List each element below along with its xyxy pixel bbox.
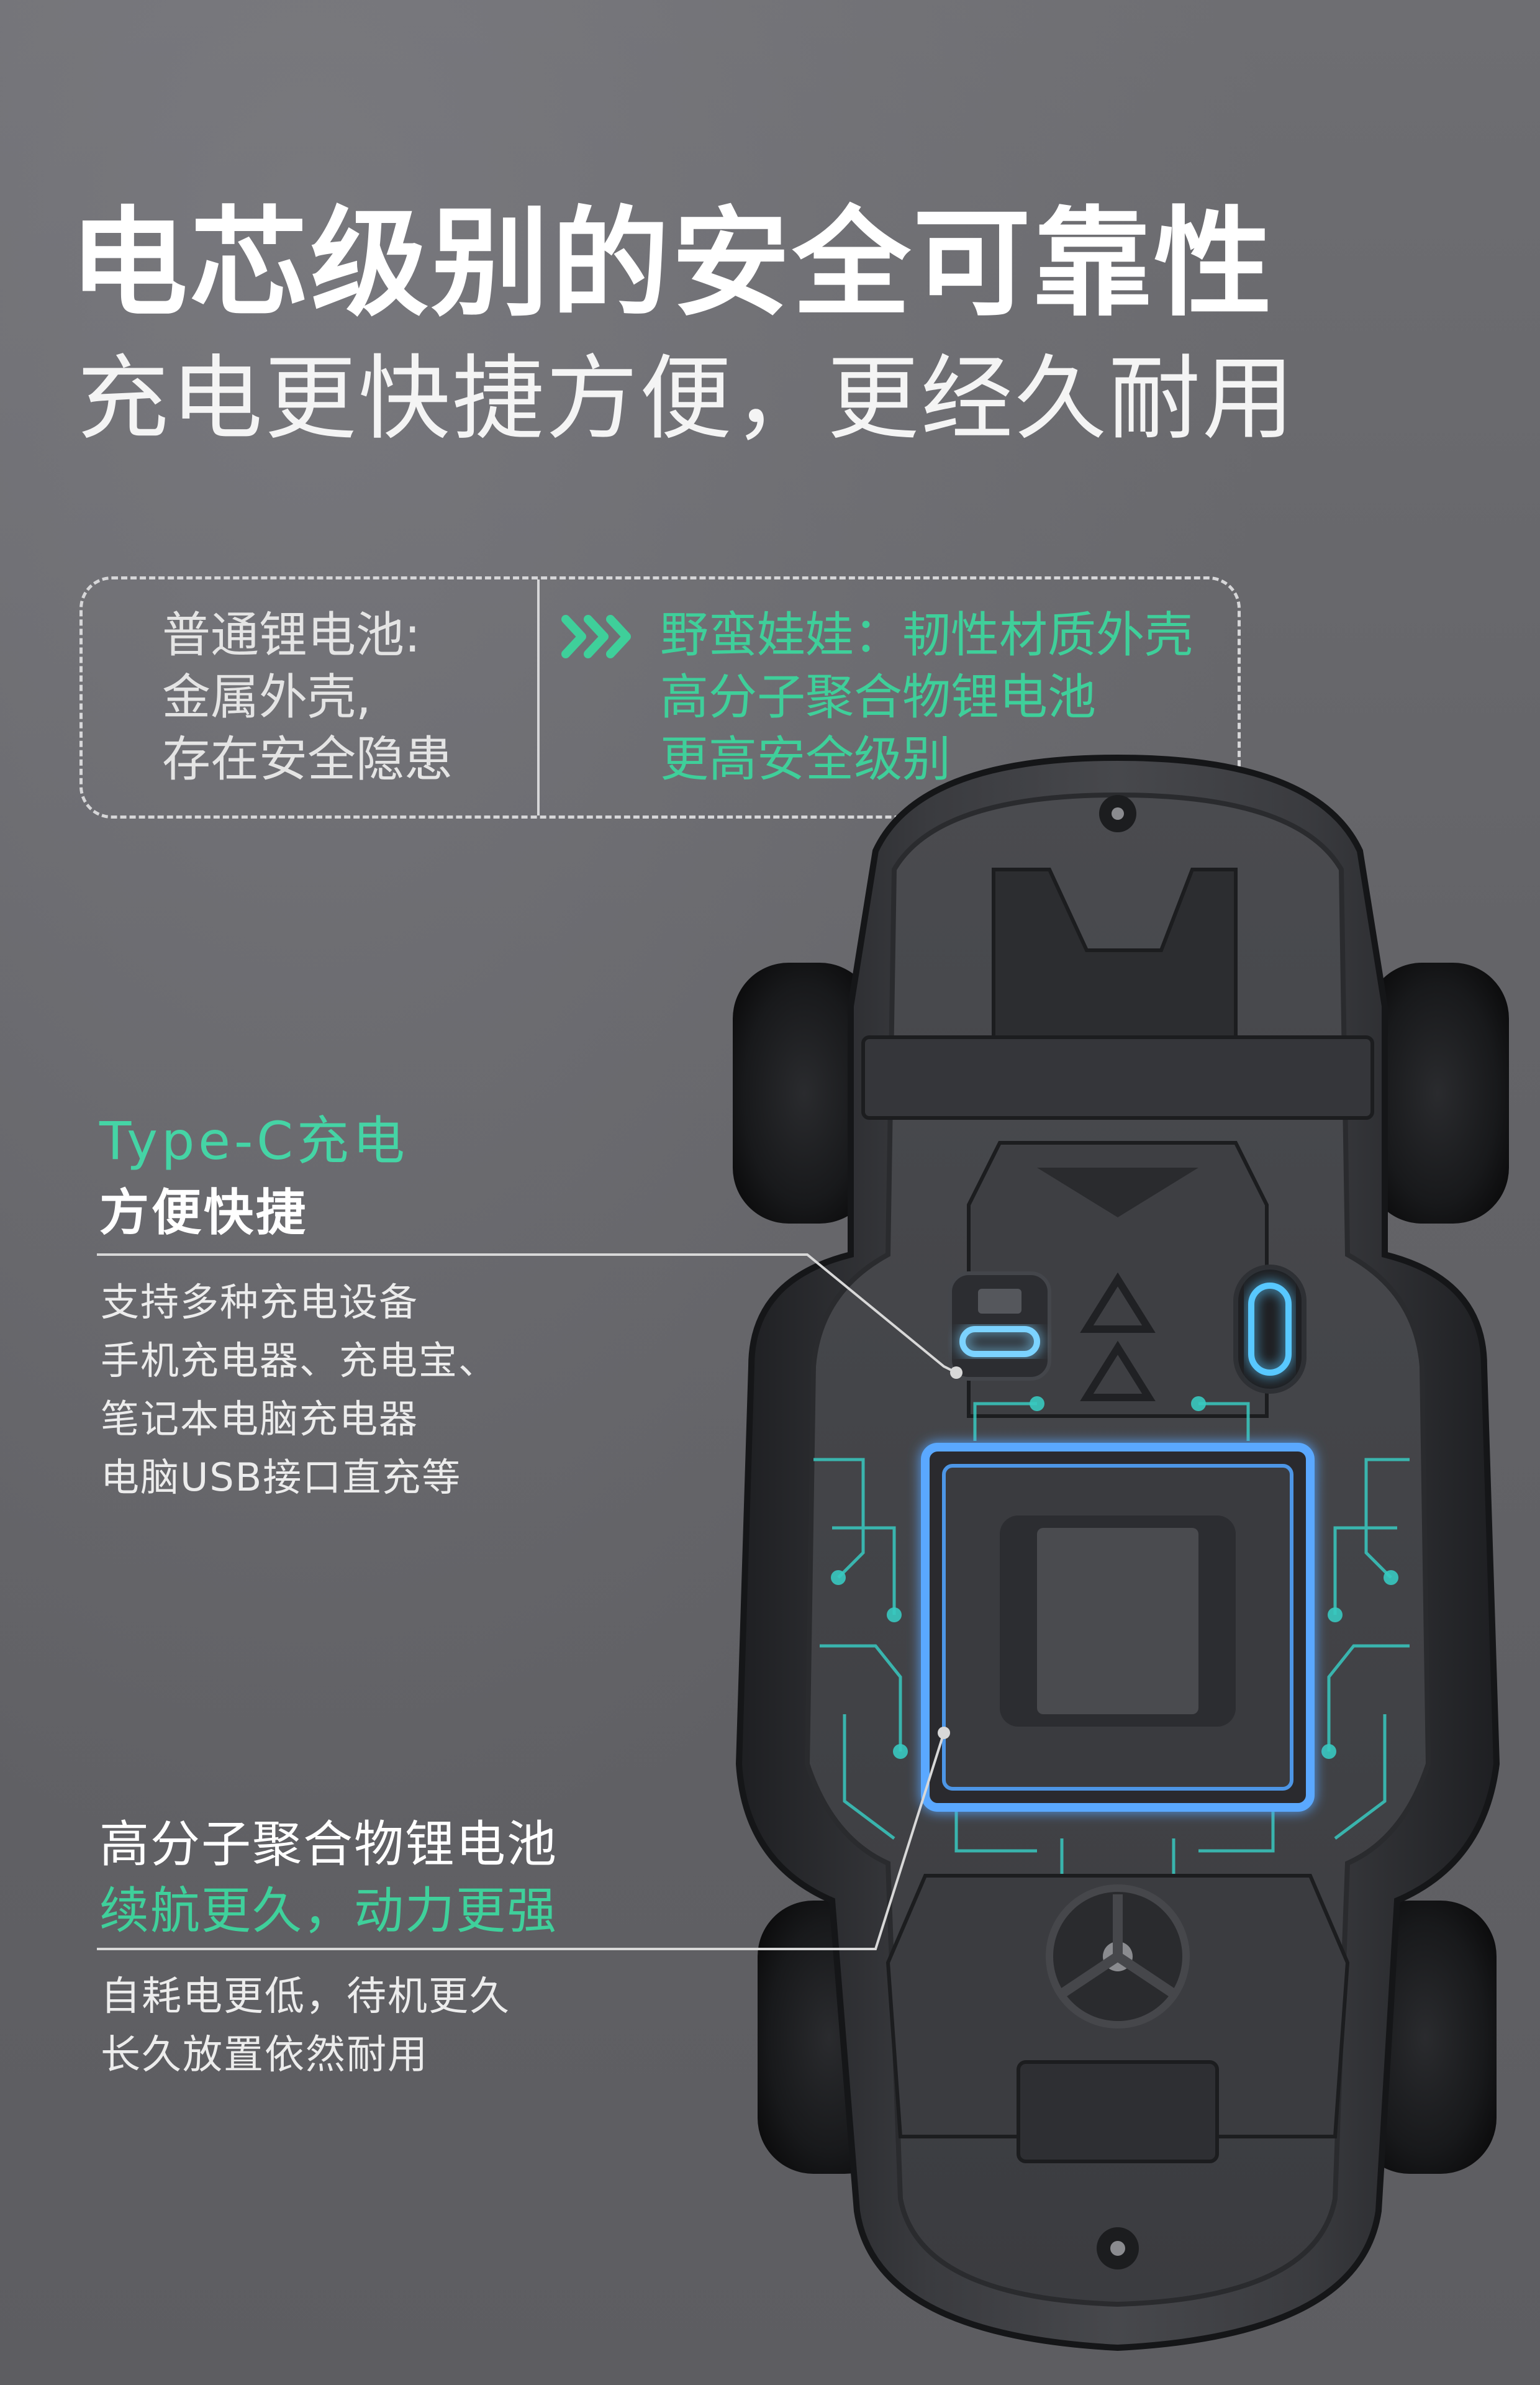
our-line: 更高安全级别 xyxy=(660,732,951,788)
typec-title: Type-C充电 xyxy=(99,1111,409,1171)
tire-rear-left xyxy=(733,963,876,1224)
comparison-divider xyxy=(537,579,540,815)
ordinary-line: 存在安全隐患 xyxy=(162,732,453,788)
hero-title: 电芯级别的安全可靠性 xyxy=(70,195,1275,332)
circuit-traces xyxy=(813,1402,1410,1888)
our-battery-text: 野蛮娃娃：韧性材质外壳 高分子聚合物锂电池 更高安全级别 xyxy=(660,604,1193,791)
our-line: 高分子聚合物锂电池 xyxy=(660,670,1097,725)
battery-title: 高分子聚合物锂电池 xyxy=(99,1815,558,1873)
battery-description: 自耗电更低，待机更久 长久放置依然耐用 xyxy=(101,1968,510,2084)
typec-desc-line: 支持多种充电设备 xyxy=(101,1279,419,1325)
comparison-box: 普通锂电池: 金属外壳, 存在安全隐患 野蛮娃娃：韧性材质外壳 高分子聚合物锂电… xyxy=(79,576,1241,819)
screw-icon xyxy=(1112,807,1124,820)
battery-divider xyxy=(97,1948,830,1950)
ordinary-line: 普通锂电池: xyxy=(162,607,421,663)
ordinary-battery-text: 普通锂电池: 金属外壳, 存在安全隐患 xyxy=(162,604,453,791)
triangle-icon xyxy=(1080,1272,1156,1333)
screw-icon xyxy=(1110,2241,1125,2256)
hero-subtitle: 充电更快捷方便，更经久耐用 xyxy=(77,345,1296,452)
rear-crossbar xyxy=(861,1035,1374,1120)
typec-desc-line: 笔记本电脑充电器 xyxy=(101,1396,419,1442)
battery-desc-line: 自耗电更低，待机更久 xyxy=(101,1974,510,2020)
our-line: 野蛮娃娃：韧性材质外壳 xyxy=(660,607,1194,663)
car-chassis-illustration xyxy=(733,754,1509,2351)
battery-desc-line: 长久放置依然耐用 xyxy=(101,2032,428,2078)
typec-divider xyxy=(97,1253,768,1256)
front-vent xyxy=(1017,2060,1219,2163)
triangle-icon xyxy=(1080,1340,1156,1401)
typec-desc-line: 电脑USB接口直充等 xyxy=(101,1455,462,1500)
typec-description: 支持多种充电设备 手机充电器、充电宝、 笔记本电脑充电器 电脑USB接口直充等 xyxy=(101,1273,498,1507)
triple-chevron-right-icon xyxy=(561,615,631,658)
battery-subtitle: 续航更久，动力更强 xyxy=(99,1882,558,1940)
typec-desc-line: 手机充电器、充电宝、 xyxy=(101,1338,499,1383)
ordinary-line: 金属外壳, xyxy=(162,670,371,725)
typec-subtitle: 方便快捷 xyxy=(99,1184,308,1242)
tire-rear-right xyxy=(1366,963,1509,1224)
